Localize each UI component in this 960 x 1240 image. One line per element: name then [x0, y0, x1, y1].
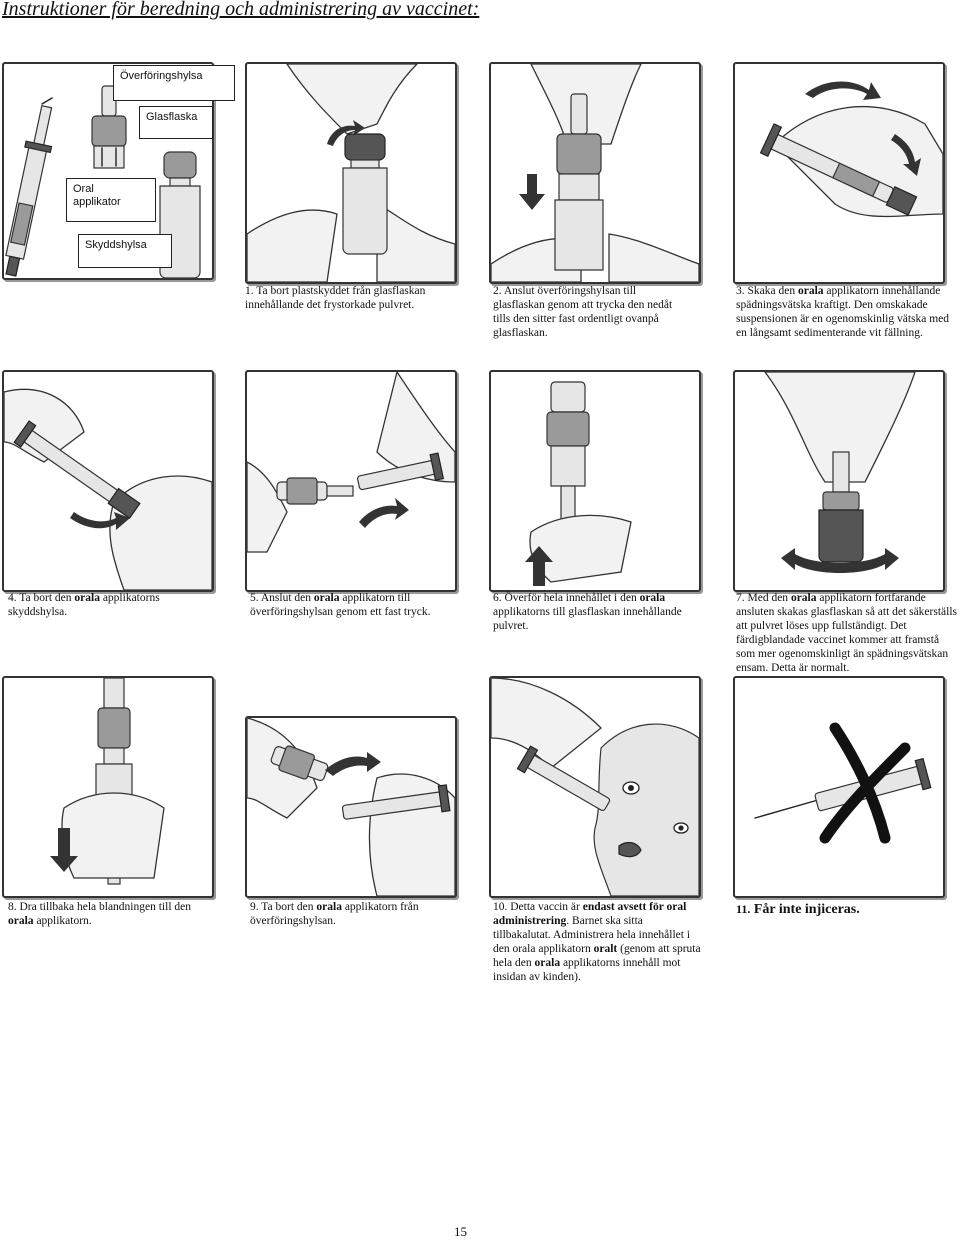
step-7-text-bold: orala — [790, 592, 817, 604]
step-10-illustration — [491, 678, 699, 896]
caption-step-6: 6. Överför hela innehållet i den orala a… — [493, 591, 708, 633]
caption-step-11: 11. Får inte injiceras. — [736, 902, 946, 917]
step-5-text-post: applikatorn till överföringshylsan genom… — [250, 592, 431, 618]
caption-step-8: 8. Dra tillbaka hela blandningen till de… — [8, 900, 213, 928]
label-vial: Glasflaska — [139, 106, 213, 139]
panel-step-10 — [489, 676, 701, 898]
step-9-text-bold: orala — [316, 901, 342, 913]
caption-step-4: 4. Ta bort den orala applikatorns skydds… — [8, 591, 213, 619]
label-protective-sleeve-text: Skyddshylsa — [85, 239, 147, 251]
panel-step-6 — [489, 370, 701, 592]
step-10-text-post: . Barnet ska sitta tillbakalutat. Admini… — [493, 915, 691, 955]
step-5-text-pre: Anslut den — [260, 592, 312, 604]
label-vial-text: Glasflaska — [146, 111, 198, 123]
step-8-text-bold: orala — [8, 915, 34, 927]
step-4-illustration — [4, 388, 212, 590]
step-6-illustration — [525, 381, 632, 586]
step-9-number: 9. — [250, 901, 259, 913]
step-10-text-pre: Detta vaccin är — [510, 901, 580, 913]
caption-step-2: 2. Anslut överföringshylsan till glasfla… — [493, 284, 688, 340]
step-3-text-bold: orala — [797, 285, 824, 297]
caption-step-10: 10. Detta vaccin är endast avsett för or… — [493, 900, 703, 984]
caption-step-9: 9. Ta bort den orala applikatorn från öv… — [250, 900, 450, 928]
panel-step-7 — [733, 370, 945, 592]
step-8-illustration — [50, 678, 165, 885]
panel-step-2 — [489, 62, 701, 284]
step-8-text-pre: Dra tillbaka hela blandningen till den — [19, 901, 192, 913]
step-10-number: 10. — [493, 901, 508, 913]
panel-step-11 — [733, 676, 945, 898]
step-8-number: 8. — [8, 901, 17, 913]
step-2-illustration — [491, 64, 699, 282]
step-6-text-post: applikatorns till glasflaskan innehållan… — [493, 606, 682, 632]
step-4-text-bold: orala — [74, 592, 100, 604]
label-transfer-sleeve-text: Överföringshylsa — [120, 70, 203, 82]
step-5-illustration — [247, 372, 455, 553]
step-10-text-bold3: orala — [534, 957, 561, 969]
step-9-text-post: applikatorn från överföringshylsan. — [250, 901, 419, 927]
page-title: Instruktioner för beredning och administ… — [2, 0, 480, 20]
panel-step-5 — [245, 370, 457, 592]
step-3-text-post: applikatorn innehållande spädningsvätska… — [736, 285, 950, 339]
label-oral-line2: applikator — [73, 196, 121, 208]
label-protective-sleeve: Skyddshylsa — [78, 234, 172, 268]
step-4-text-pre: Ta bort den — [19, 592, 72, 604]
step-10-text-post3: applikatorns innehåll mot insidan av kin… — [493, 957, 681, 983]
caption-step-3: 3. Skaka den orala applikatorn innehålla… — [736, 284, 958, 340]
step-7-text-post: applikatorn fortfarande ansluten skakas … — [736, 592, 957, 674]
step-8-text-post: applikatorn. — [36, 915, 92, 927]
step-1-illustration — [247, 64, 455, 282]
step-11-number: 11. — [736, 902, 751, 916]
panel-step-9 — [245, 716, 457, 898]
step-3-illustration — [759, 81, 943, 218]
panel-step-4 — [2, 370, 214, 592]
caption-step-7: 7. Med den orala applikatorn fortfarande… — [736, 591, 958, 675]
panel-step-8 — [2, 676, 214, 898]
step-9-text-pre: Ta bort den — [261, 901, 314, 913]
step-2-text: Anslut överföringshylsan till glasflaska… — [493, 285, 673, 339]
step-7-text-pre: Med den — [747, 592, 789, 604]
page-number: 15 — [454, 1224, 467, 1239]
step-6-number: 6. — [493, 592, 502, 604]
step-10-text-post2: (genom att spruta hela den — [493, 943, 701, 969]
step-11-illustration — [754, 722, 932, 844]
step-1-number: 1. — [245, 285, 254, 297]
step-11-text-bold: Får inte injiceras. — [753, 902, 860, 917]
label-oral-line1: Oral — [73, 183, 94, 195]
caption-step-5: 5. Anslut den orala applikatorn till öve… — [250, 591, 455, 619]
step-4-number: 4. — [8, 592, 17, 604]
label-transfer-sleeve: Överföringshylsa — [113, 65, 235, 101]
step-9-illustration — [247, 718, 455, 896]
caption-step-1: 1. Ta bort plastskyddet från glasflaskan… — [245, 284, 455, 312]
step-6-text-pre: Överför hela innehållet i den — [504, 592, 637, 604]
step-2-number: 2. — [493, 285, 502, 297]
step-6-text-bold: orala — [639, 592, 666, 604]
panel-step-1 — [245, 62, 457, 284]
step-3-number: 3. — [736, 285, 745, 297]
step-7-number: 7. — [736, 592, 745, 604]
step-5-number: 5. — [250, 592, 259, 604]
step-10-text-bold2: oralt — [593, 943, 618, 955]
step-10-text-bold: endast avsett för oral administrering — [493, 901, 687, 927]
step-7-illustration — [764, 372, 916, 573]
step-3-text-pre: Skaka den — [747, 285, 796, 297]
step-1-text: Ta bort plastskyddet från glasflaskan in… — [245, 285, 426, 311]
step-5-text-bold: orala — [313, 592, 340, 604]
panel-step-3 — [733, 62, 945, 284]
step-4-text-post: applikatorns skyddshylsa. — [8, 592, 160, 618]
